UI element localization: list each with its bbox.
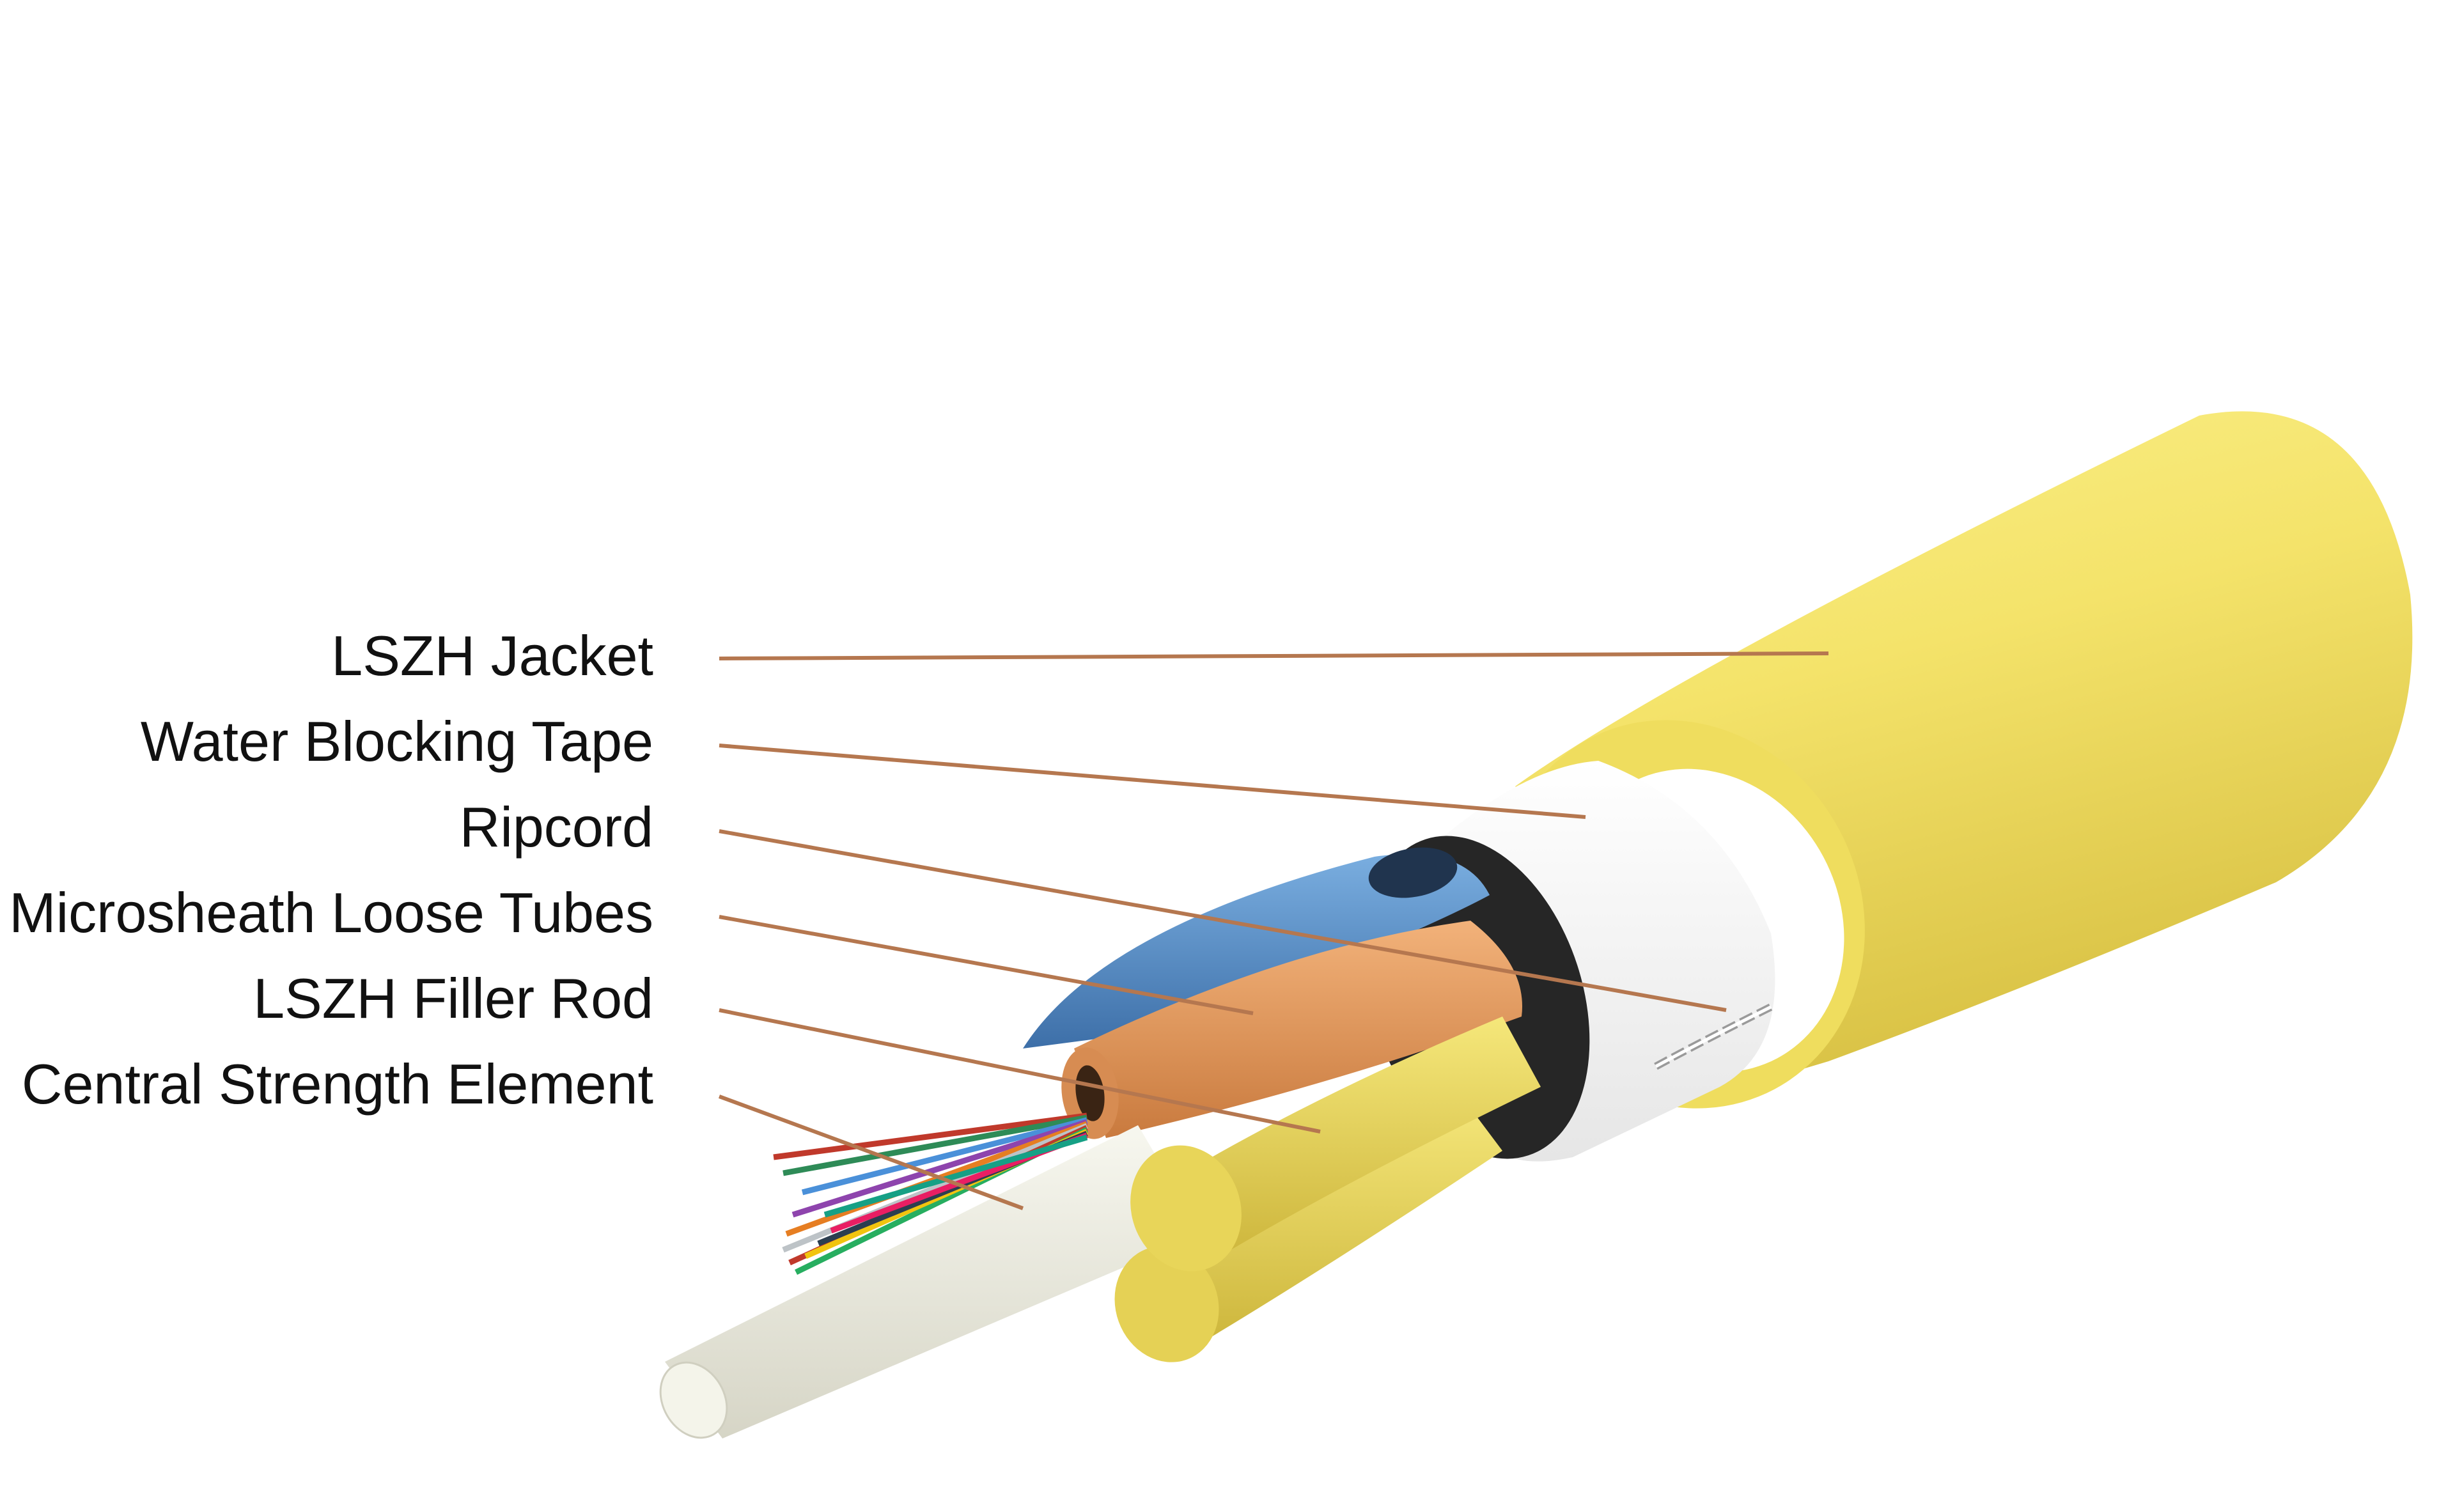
leader-line-central-strength-element — [718, 1095, 1024, 1210]
ripcord — [1654, 1003, 1773, 1070]
leader-line-water-blocking-tape — [719, 744, 1586, 819]
label-lszh-jacket: LSZH Jacket — [331, 624, 653, 687]
label-central-strength-element: Central Strength Element — [21, 1052, 653, 1116]
label-ripcord: Ripcord — [459, 795, 653, 859]
leader-line-lszh-jacket — [719, 651, 1829, 660]
lszh-filler-rods — [1114, 1017, 1541, 1362]
leader-line-ripcord — [719, 829, 1727, 1012]
optical-fibers — [773, 1112, 1088, 1275]
central-strength-element — [659, 1125, 1202, 1439]
label-water-blocking-tape: Water Blocking Tape — [140, 710, 653, 773]
leader-line-lszh-filler-rod — [719, 1008, 1321, 1134]
leader-lines — [718, 651, 1829, 1210]
label-microsheath-loose-tubes: Microsheath Loose Tubes — [9, 881, 653, 944]
loose-tube-blue — [1023, 847, 1490, 1048]
microsheath-loose-tubes — [1023, 847, 1522, 1139]
label-lszh-filler-rod: LSZH Filler Rod — [253, 967, 653, 1030]
leader-line-microsheath-loose-tubes — [719, 915, 1254, 1015]
